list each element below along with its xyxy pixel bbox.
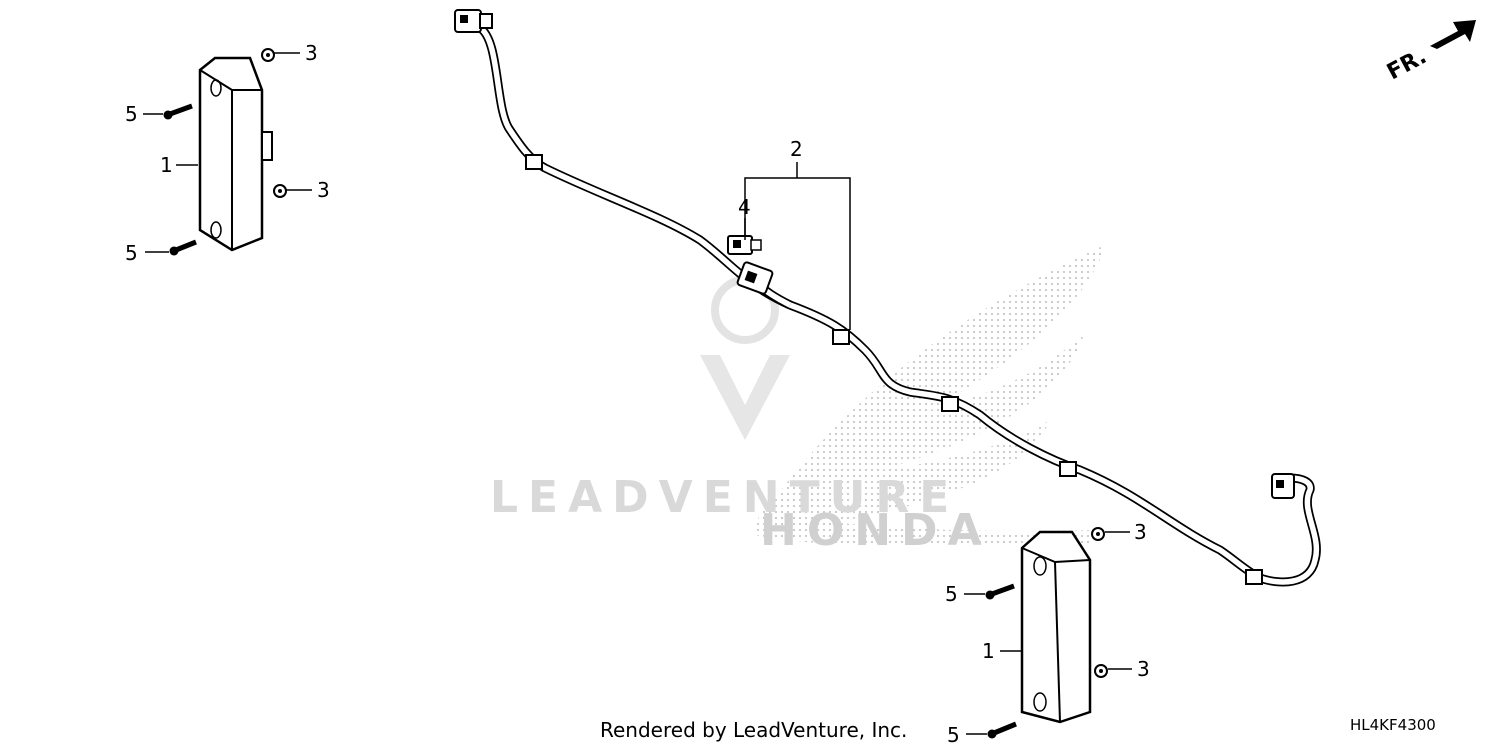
callout-1: 1 [160,153,173,177]
nut-part-3 [1091,527,1105,541]
render-credit: Rendered by LeadVenture, Inc. [600,718,908,742]
nut-part-3 [273,184,287,198]
honda-wing-watermark [755,245,1105,547]
front-arrow-icon [1430,20,1476,49]
light-unit-right [1020,530,1092,724]
wire-harness [454,9,1321,587]
leadventure-logo-icon [700,276,790,440]
nut-part-3 [1094,664,1108,678]
harness-connector-middle [736,261,774,295]
callout-3: 3 [1134,520,1147,544]
screw-part-5 [169,239,197,256]
callout-5: 5 [947,723,960,747]
callout-5: 5 [125,102,138,126]
nut-part-3 [261,48,275,62]
harness-clip [941,396,959,412]
front-label: FR. [1383,44,1431,85]
callout-1: 1 [982,639,995,663]
harness-clip [1059,461,1077,477]
callout-4: 4 [738,195,751,219]
leader-lines [143,52,1132,735]
screw-part-5 [985,583,1015,600]
screw-part-5 [163,103,193,120]
harness-connector-right [1271,473,1295,499]
callout-5: 5 [125,241,138,265]
callout-3: 3 [317,178,330,202]
harness-clip [525,154,543,170]
watermark-text: LEADVENTURE [490,472,959,523]
screw-part-5 [987,721,1017,739]
small-connector-part-4 [727,235,762,255]
harness-clip [1245,569,1263,585]
callout-2: 2 [790,137,803,161]
diagram-code: HL4KF4300 [1350,716,1436,734]
front-direction-indicator: FR. [1383,20,1476,85]
callout-5: 5 [945,582,958,606]
harness-connector-top [454,9,493,33]
callout-3: 3 [305,41,318,65]
harness-clip [832,329,850,345]
callout-3: 3 [1137,657,1150,681]
watermark-brand: HONDA [760,505,992,556]
light-unit-left [198,56,273,252]
